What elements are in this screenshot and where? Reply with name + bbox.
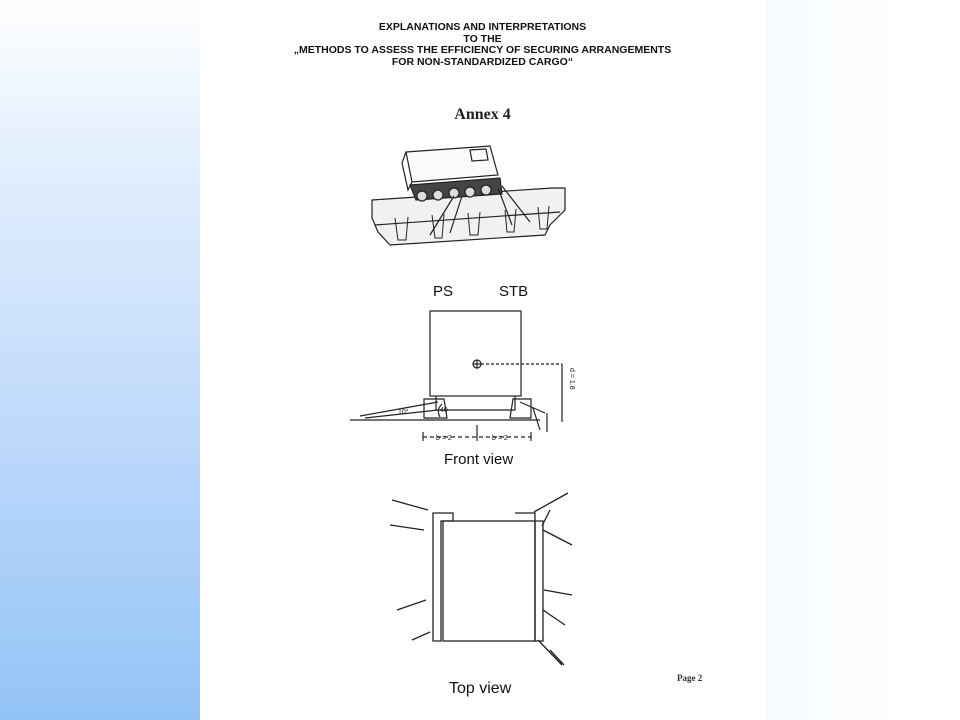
starboard-label: STB: [499, 283, 529, 300]
header-line-4: FOR NON-STANDARDIZED CARGO“: [391, 55, 574, 68]
annex-title: Annex 4: [454, 106, 511, 123]
dimension-height: d = 1.8: [568, 368, 575, 390]
left-gradient-panel: [0, 0, 200, 720]
portside-label: PS: [433, 283, 454, 300]
top-view-diagram: [389, 492, 573, 666]
right-margin-panel: [765, 0, 960, 720]
front-view-diagram: [350, 310, 563, 441]
header-line-1: EXPLANATIONS AND INTERPRETATIONS: [378, 21, 587, 33]
angle-10-label: 10°: [398, 408, 409, 416]
page-number: Page 2: [677, 673, 703, 683]
front-view-caption: Front view: [444, 451, 514, 468]
tracked-vehicle-illustration: [371, 145, 566, 246]
top-view-caption: Top view: [449, 680, 512, 697]
document-page: EXPLANATIONS AND INTERPRETATIONS TO THE …: [200, 0, 765, 720]
dimension-b-left: b = 2: [436, 435, 452, 442]
document-header: EXPLANATIONS AND INTERPRETATIONS TO THE …: [200, 21, 765, 68]
dimension-b-right: b = 2: [492, 435, 508, 442]
header-line-3: „METHODS TO ASSESS THE EFFICIENCY OF SEC…: [293, 44, 672, 56]
angle-40-label: 40: [440, 407, 448, 414]
technical-drawings: 10° 40 b = 2 b = 2 d = 1.8: [350, 145, 575, 666]
header-line-2: TO THE: [463, 32, 502, 45]
